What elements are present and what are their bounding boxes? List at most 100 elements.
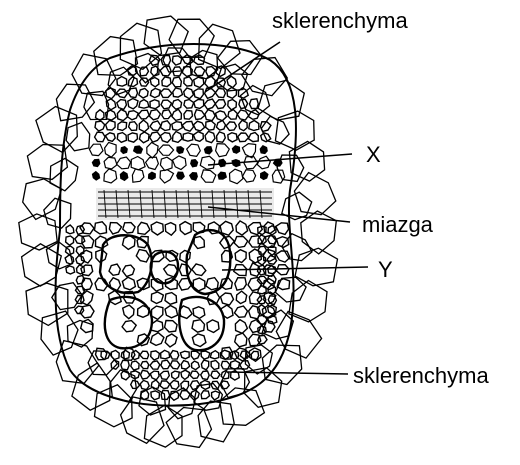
sclerenchyma-cell <box>151 380 159 389</box>
xylem-cell <box>206 278 218 290</box>
sclerenchyma-cell <box>139 88 148 98</box>
xylem-cell <box>123 305 134 319</box>
label-x: X <box>366 142 381 167</box>
xylem-cell <box>122 277 135 290</box>
sclerenchyma-cell <box>240 361 250 370</box>
companion-cell <box>232 146 239 153</box>
xylem-cell <box>192 320 205 333</box>
sclerenchyma-cell <box>141 370 150 379</box>
xylem-cell <box>180 222 191 235</box>
sclerenchyma-cell <box>76 246 84 255</box>
sclerenchyma-cell <box>161 360 170 369</box>
sclerenchyma-cell <box>258 265 266 275</box>
sclerenchyma-cell <box>172 100 182 110</box>
sclerenchyma-cell <box>201 360 208 370</box>
xylem-cell <box>165 334 177 347</box>
sclerenchyma-cell <box>227 76 236 87</box>
sclerenchyma-cell <box>172 109 182 120</box>
sclerenchyma-cell <box>150 371 159 380</box>
sclerenchyma-cell <box>160 371 169 379</box>
xylem-cell <box>122 321 136 332</box>
xylem-cell <box>192 334 206 347</box>
sclerenchyma-cell <box>95 121 105 131</box>
sclerenchyma-cell <box>205 110 215 121</box>
xylem-cell <box>179 264 191 276</box>
sclerenchyma-cell <box>140 380 149 389</box>
sclerenchyma-cell <box>139 120 148 132</box>
sclerenchyma-cell <box>211 371 220 378</box>
sclerenchyma-cell <box>129 122 138 131</box>
sieve-tube-cell <box>160 157 172 170</box>
sclerenchyma-cell <box>160 89 172 98</box>
sclerenchyma-cell <box>95 132 106 142</box>
sieve-tube-cell <box>173 156 187 170</box>
label-y: Y <box>378 257 393 282</box>
sclerenchyma-cell <box>117 133 126 143</box>
sieve-tube-cell <box>89 144 103 155</box>
sclerenchyma-cell <box>172 77 181 87</box>
xylem-cell <box>236 291 246 304</box>
companion-cell <box>121 147 127 154</box>
xylem-cell <box>151 292 163 304</box>
sclerenchyma-cell <box>248 133 258 142</box>
sclerenchyma-cell <box>194 77 204 87</box>
companion-cell <box>261 172 268 180</box>
sclerenchyma-cell <box>249 121 259 131</box>
parenchyma-cell <box>67 320 92 347</box>
xylem-cell <box>207 320 219 333</box>
sclerenchyma-cell <box>184 100 194 109</box>
sclerenchyma-cell <box>141 361 149 368</box>
sclerenchyma-cell <box>118 122 127 131</box>
xylem-cell <box>249 319 261 332</box>
sieve-tube-cell <box>216 144 230 157</box>
sieve-tube-cell <box>230 169 243 184</box>
sclerenchyma-cell <box>121 350 129 359</box>
companion-cell <box>218 172 226 179</box>
sclerenchyma-cell <box>231 361 240 370</box>
sieve-tube-cell <box>104 157 117 169</box>
xylem-cell <box>152 306 163 319</box>
sclerenchyma-cell <box>183 133 193 141</box>
xylem-cell <box>235 320 247 334</box>
sclerenchyma-cell <box>181 370 190 379</box>
sclerenchyma-cell <box>221 361 230 369</box>
sclerenchyma-cell <box>227 88 237 99</box>
xylem-cell <box>236 221 248 235</box>
sclerenchyma-cell <box>128 133 138 142</box>
sclerenchyma-cell <box>117 110 127 121</box>
label-sclerenchyma-top: sklerenchyma <box>272 8 408 33</box>
sclerenchyma-cell <box>268 296 276 305</box>
sclerenchyma-cell <box>172 122 183 131</box>
sclerenchyma-cell <box>194 121 205 131</box>
xylem-cell <box>123 265 135 276</box>
sclerenchyma-cell <box>128 111 139 120</box>
sclerenchyma-cell <box>151 351 160 360</box>
sclerenchyma-cell <box>138 110 149 119</box>
sclerenchyma-cell <box>251 351 258 359</box>
label-sclerenchyma-bottom: sklerenchyma <box>353 363 489 388</box>
xylem-cell <box>235 306 248 317</box>
sclerenchyma-cell <box>204 99 215 109</box>
sclerenchyma-cell <box>66 225 74 234</box>
sclerenchyma-cell <box>160 381 170 389</box>
sclerenchyma-cell <box>182 121 193 131</box>
sclerenchyma-cell <box>140 351 149 359</box>
vessel <box>105 297 152 348</box>
companion-cell <box>120 172 127 181</box>
xylem-cell <box>235 333 247 347</box>
sclerenchyma-cell <box>76 256 85 265</box>
sieve-tube-cell <box>147 143 158 159</box>
vessel <box>179 297 224 350</box>
sclerenchyma-cell <box>162 77 171 87</box>
sclerenchyma-cell <box>184 77 193 86</box>
parenchyma-cell <box>198 401 234 442</box>
sclerenchyma-cell <box>192 361 200 370</box>
sclerenchyma-cell <box>66 266 75 274</box>
xylem-cell <box>138 222 150 234</box>
cambium-band <box>96 188 274 220</box>
sieve-tube-cell <box>242 144 255 158</box>
sieve-tube-cell <box>104 169 117 183</box>
sclerenchyma-cell <box>190 371 199 378</box>
parenchyma-cell <box>19 214 57 250</box>
sclerenchyma-cell <box>228 110 237 120</box>
